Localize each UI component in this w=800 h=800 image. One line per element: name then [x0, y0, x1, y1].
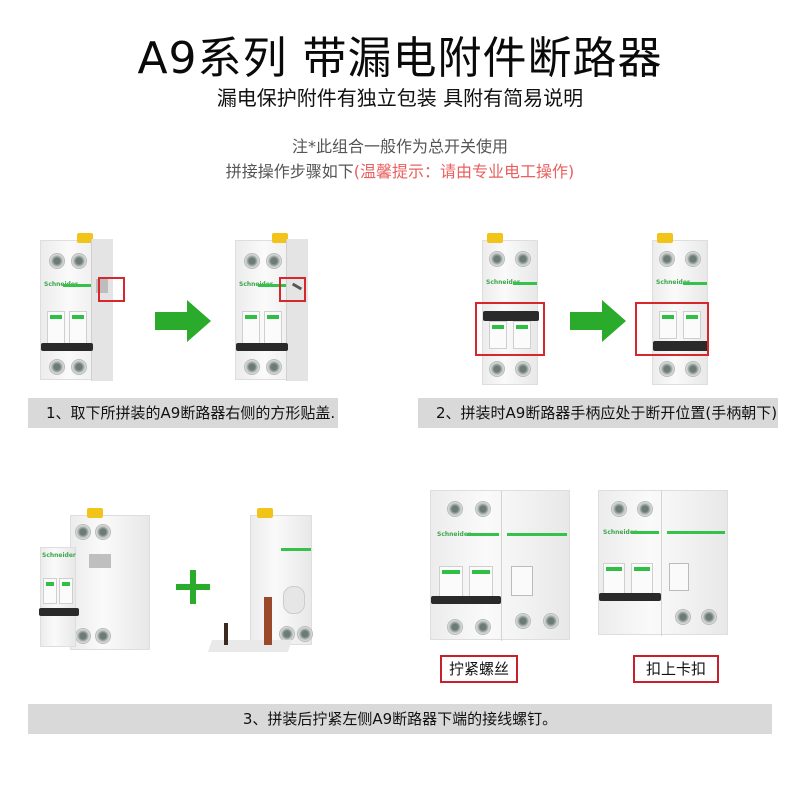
- screw-icon: [266, 359, 282, 375]
- brand-logo: Schneider: [656, 279, 690, 286]
- screw-icon: [611, 501, 627, 517]
- step-3-image-accessory: [200, 505, 320, 655]
- screw-icon: [71, 359, 87, 375]
- step-1-image-before: Schneider: [30, 233, 130, 385]
- step-2-caption: 2、拼装时A9断路器手柄应处于断开位置(手柄朝下): [418, 398, 778, 428]
- breaker-handle: [683, 311, 701, 339]
- plus-icon: [176, 570, 210, 604]
- step-3-image-clip: Schneider: [598, 490, 728, 636]
- breaker-handle: [242, 311, 260, 345]
- step-3-caption: 3、拼装后拧紧左侧A9断路器下端的接线螺钉。: [28, 704, 772, 734]
- arrow-right-icon: [570, 300, 626, 342]
- din-clip: [657, 233, 673, 243]
- din-clip: [487, 233, 503, 243]
- breaker-handle: [59, 578, 73, 604]
- brand-logo: Schneider: [437, 531, 471, 538]
- arrow-right-icon: [155, 300, 211, 342]
- screw-icon: [49, 253, 65, 269]
- screw-icon: [475, 501, 491, 517]
- breaker-front: Schneider: [39, 547, 79, 647]
- screw-icon: [297, 626, 313, 642]
- highlight-box: [475, 302, 545, 356]
- breaker: Schneider: [652, 233, 709, 385]
- screw-icon: [515, 361, 531, 377]
- din-clip: [257, 508, 273, 518]
- step-1-image-after: Schneider: [225, 233, 325, 385]
- screw-icon: [637, 501, 653, 517]
- highlight-box: [279, 277, 306, 302]
- brand-logo: Schneider: [603, 529, 637, 536]
- screw-icon: [95, 524, 111, 540]
- callout-tighten-screws: 拧紧螺丝: [440, 655, 518, 683]
- breaker-handle: [264, 311, 282, 345]
- screw-icon: [489, 361, 505, 377]
- screw-icon: [447, 501, 463, 517]
- screw-icon: [95, 628, 111, 644]
- breaker-handle: [513, 321, 531, 349]
- screw-icon: [75, 628, 91, 644]
- assembled-breaker: Schneider: [598, 490, 728, 636]
- brand-logo: Schneider: [486, 279, 520, 286]
- brand-logo: Schneider: [239, 281, 273, 288]
- breaker-handle: [659, 311, 677, 339]
- screw-icon: [75, 524, 91, 540]
- breaker-handle: [43, 578, 57, 604]
- screw-icon: [701, 609, 717, 625]
- screw-icon: [49, 359, 65, 375]
- breaker-handle: [631, 563, 653, 597]
- breaker-handle: [47, 311, 65, 345]
- step-2-image-before: Schneider: [470, 233, 550, 390]
- screw-icon: [475, 619, 491, 635]
- step-3-image-screws: Schneider: [430, 490, 570, 641]
- breaker-handle: [603, 563, 625, 597]
- step-1-caption: 1、取下所拼装的A9断路器右侧的方形贴盖.: [28, 398, 338, 428]
- breaker: Schneider: [40, 233, 113, 381]
- screw-icon: [266, 253, 282, 269]
- steps-intro: 拼接操作步骤如下(温馨提示：请由专业电工操作): [0, 158, 800, 182]
- brand-logo: Schneider: [42, 552, 76, 559]
- highlight-box: [635, 302, 709, 356]
- brand-logo: Schneider: [44, 281, 78, 288]
- breaker: [70, 508, 150, 650]
- breaker-handle: [469, 566, 493, 600]
- breaker-handle: [439, 566, 463, 600]
- screw-icon: [244, 253, 260, 269]
- step-2-image-after: Schneider: [635, 233, 720, 390]
- breaker-handle: [489, 321, 507, 349]
- page-title: A9系列 带漏电附件断路器: [137, 33, 663, 84]
- highlight-box: [98, 277, 125, 302]
- screw-icon: [675, 609, 691, 625]
- screw-icon: [447, 619, 463, 635]
- breaker: Schneider: [482, 233, 539, 385]
- screw-icon: [489, 251, 505, 267]
- assembled-breaker: Schneider: [430, 490, 570, 641]
- screw-icon: [685, 251, 701, 267]
- safety-warning: (温馨提示：请由专业电工操作): [353, 162, 575, 181]
- rcd-accessory: [250, 508, 313, 645]
- steps-intro-text: 拼接操作步骤如下: [225, 162, 354, 181]
- din-clip: [77, 233, 93, 243]
- screw-icon: [659, 361, 675, 377]
- screw-icon: [515, 613, 531, 629]
- screw-icon: [515, 251, 531, 267]
- screw-icon: [71, 253, 87, 269]
- din-clip: [272, 233, 288, 243]
- callout-fasten-clip: 扣上卡扣: [633, 655, 719, 683]
- din-clip: [87, 508, 103, 518]
- screw-icon: [685, 361, 701, 377]
- screw-icon: [244, 359, 260, 375]
- screw-icon: [543, 613, 559, 629]
- screw-icon: [659, 251, 675, 267]
- breaker: Schneider: [235, 233, 308, 381]
- page-subtitle: 漏电保护附件有独立包装 具附有简易说明: [216, 86, 584, 110]
- breaker-handle: [69, 311, 87, 345]
- step-3-image-breaker: Schneider: [39, 505, 160, 655]
- usage-note: 注*此组合一般作为总开关使用: [291, 137, 508, 156]
